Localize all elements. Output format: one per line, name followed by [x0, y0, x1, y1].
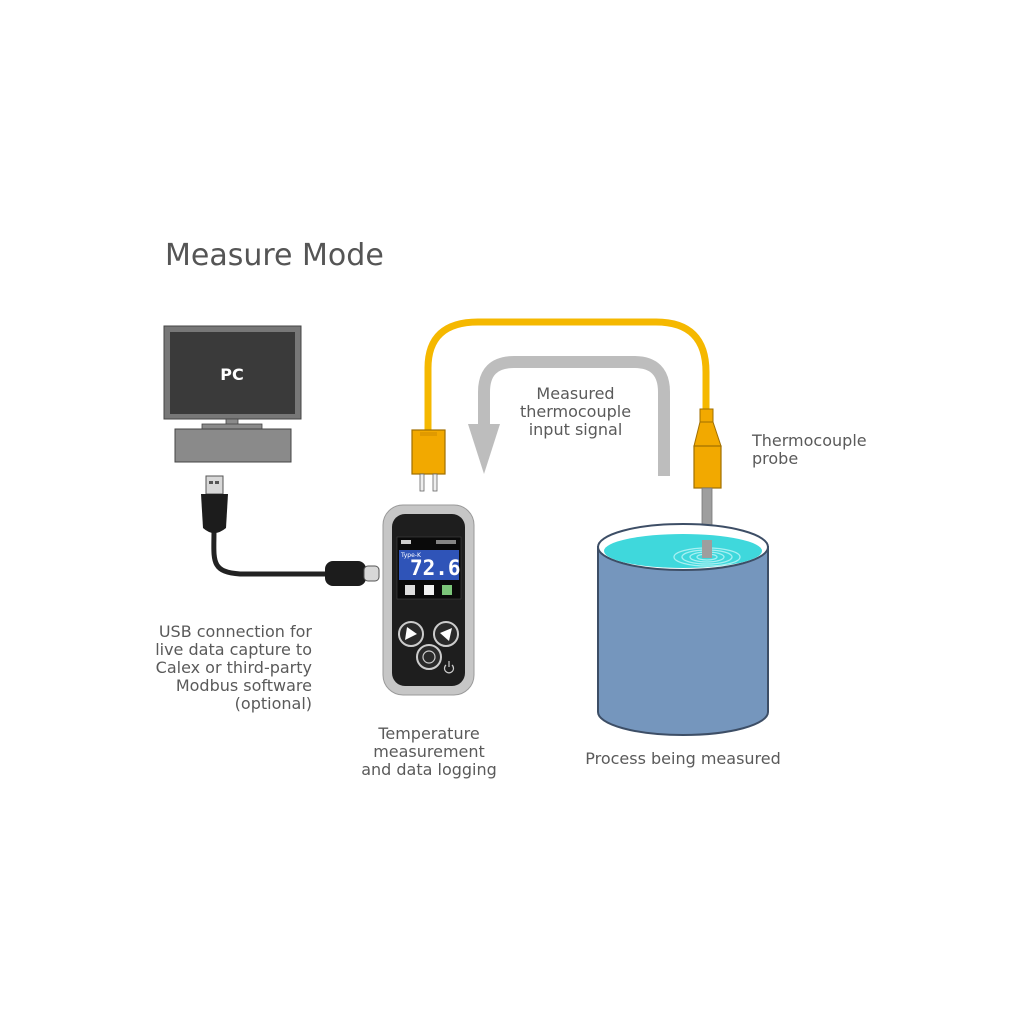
device-screen-type: Type-K	[400, 552, 422, 559]
thermocouple-cable	[411, 318, 722, 557]
device-label: Temperature measurement and data logging	[361, 724, 497, 779]
pc-base-unit	[174, 428, 292, 463]
pc-label: PC	[220, 365, 243, 384]
device-screen-reading: 72.6	[410, 556, 461, 580]
signal-arrow-path	[478, 356, 670, 476]
probe-sheath-in-liquid	[702, 540, 712, 558]
device-softkey-right[interactable]	[442, 585, 452, 595]
device-left-arrow-button[interactable]	[398, 621, 424, 647]
tank-body	[597, 546, 769, 736]
tc-connector-pin-left	[419, 473, 425, 492]
usb-a-plug-body	[201, 494, 228, 533]
thermocouple-wire	[424, 318, 710, 432]
device-center-button[interactable]	[416, 644, 442, 670]
usb-c-metal-tip	[363, 565, 380, 582]
usb-a-metal-shell	[205, 475, 224, 495]
pc-monitor-screen	[170, 332, 295, 414]
signal-arrow	[468, 356, 670, 476]
signal-arrow-head	[468, 424, 500, 474]
device-softkey-left[interactable]	[405, 585, 415, 595]
device-right-arrow-button[interactable]	[433, 621, 459, 647]
process-tank	[597, 523, 769, 736]
probe-handle-top	[699, 408, 714, 423]
process-label: Process being measured	[585, 749, 781, 768]
device-screen-reading-area	[399, 550, 459, 580]
usb-cable	[201, 475, 380, 586]
tc-connector-pin-right	[432, 473, 438, 492]
signal-label: Measured thermocouple input signal	[519, 384, 632, 439]
pc-computer: PC	[163, 325, 302, 463]
usb-wire	[211, 529, 330, 577]
page-title: Measure Mode	[165, 238, 384, 273]
tc-connector-body	[411, 429, 446, 475]
probe-handle-body	[693, 445, 722, 489]
device-softkey-mid[interactable]	[424, 585, 434, 595]
probe-handle-taper	[693, 421, 722, 447]
temperature-logger-device: Type-K 72.6	[382, 504, 475, 696]
usb-c-plug-body	[325, 561, 366, 586]
usb-connection-label: USB connection for live data capture to …	[155, 622, 312, 713]
probe-label: Thermocouple probe	[752, 431, 867, 468]
power-icon	[443, 661, 455, 674]
